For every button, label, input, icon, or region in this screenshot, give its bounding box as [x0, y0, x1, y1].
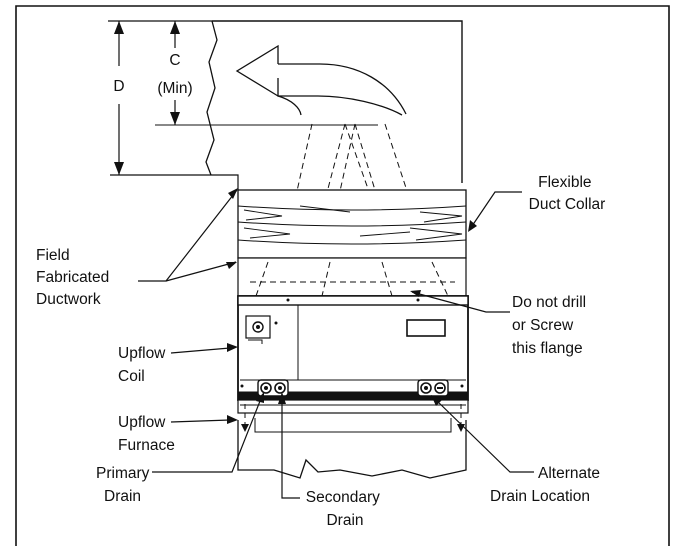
airflow-arrow-icon: [235, 44, 407, 116]
callout-primary-drain: Primary Drain: [96, 392, 264, 505]
dimension-c-note: (Min): [157, 80, 192, 97]
flexible-duct-collar-label: Flexible Duct Collar: [529, 174, 606, 213]
callout-alternate-drain: Alternate Drain Location: [431, 395, 604, 505]
dimension-d-label: D: [113, 78, 124, 95]
primary-drain-label: Primary Drain: [96, 465, 154, 505]
callout-upflow-coil: Upflow Coil: [118, 343, 238, 385]
supply-plenum: [110, 20, 463, 190]
alternate-drain-label: Alternate Drain Location: [490, 465, 604, 505]
dimension-c-label: C: [169, 52, 180, 69]
callout-flexible-duct-collar: Flexible Duct Collar: [468, 174, 605, 232]
callout-field-fabricated-ductwork: Field Fabricated Ductwork: [36, 188, 238, 308]
secondary-drain-label: Secondary Drain: [306, 489, 384, 529]
flexible-duct-collar: [237, 189, 467, 259]
alternate-drain-fitting-icon: [417, 379, 449, 397]
do-not-drill-label: Do not drill or Screw this flange: [512, 294, 590, 357]
callout-do-not-drill: Do not drill or Screw this flange: [410, 290, 590, 357]
upflow-furnace-label: Upflow Furnace: [118, 414, 175, 454]
callout-upflow-furnace: Upflow Furnace: [118, 414, 238, 454]
dimension-d: D: [108, 20, 212, 175]
frame: [15, 5, 670, 546]
field-fabricated-ductwork-label: Field Fabricated Ductwork: [36, 247, 114, 308]
upflow-furnace: [237, 399, 469, 479]
lower-duct-band: [237, 257, 467, 297]
secondary-drain-fitting-icon: [274, 382, 286, 394]
callout-secondary-drain: Secondary Drain: [278, 392, 384, 529]
upflow-coil-label: Upflow Coil: [118, 345, 170, 385]
dimension-c: C (Min): [157, 21, 193, 125]
